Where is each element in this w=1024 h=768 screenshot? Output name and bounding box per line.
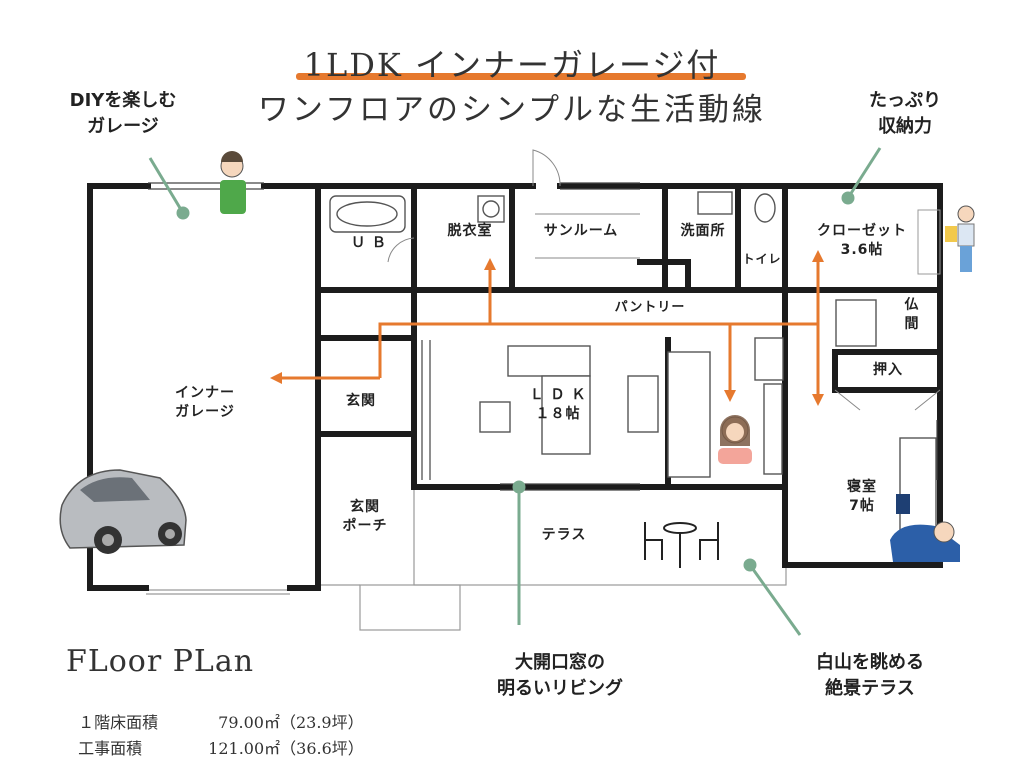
person-garage-icon bbox=[220, 151, 246, 214]
walls bbox=[87, 183, 943, 591]
room-toilet: トイレ bbox=[742, 252, 782, 266]
room-washroom: 洗面所 bbox=[680, 223, 726, 239]
car-icon bbox=[59, 469, 187, 554]
person-sleeping-icon bbox=[890, 494, 960, 562]
callout-terrace: 白山を眺める 絶景テラス bbox=[816, 652, 924, 699]
bed-icon bbox=[899, 437, 937, 541]
callout-living: 大開口窓の 明るいリビング bbox=[497, 652, 623, 699]
circulation-lines bbox=[280, 260, 820, 396]
person-closet-icon bbox=[917, 205, 975, 275]
room-dressing: 脱衣室 bbox=[447, 223, 493, 239]
title-underline bbox=[296, 73, 746, 80]
toilet-icon bbox=[754, 193, 776, 223]
floor-plan-label: FLoor PLan bbox=[66, 644, 255, 679]
terrace-outline bbox=[146, 486, 787, 631]
room-ldk: Ｌ Ｄ Ｋ １８帖 bbox=[529, 387, 587, 422]
kitchen-counter-icon bbox=[667, 351, 711, 478]
room-butsuma: 仏 間 bbox=[904, 297, 920, 332]
room-closet: クローゼット 3.6帖 bbox=[817, 223, 907, 258]
room-oshiire: 押入 bbox=[873, 362, 903, 378]
fixtures bbox=[329, 191, 937, 541]
room-garage: インナー ガレージ bbox=[175, 385, 235, 420]
table-icon bbox=[479, 401, 511, 433]
person-kitchen-icon bbox=[718, 415, 752, 464]
page-subtitle: ワンフロアのシンプルな生活動線 bbox=[257, 92, 767, 128]
door-swings bbox=[387, 149, 941, 411]
sofa-icon bbox=[507, 345, 591, 377]
callout-storage: たっぷり 収納力 bbox=[869, 90, 941, 137]
room-porch: 玄関 ポーチ bbox=[342, 499, 388, 534]
room-entrance: 玄関 bbox=[346, 393, 376, 409]
sink-icon bbox=[697, 191, 733, 215]
room-terrace: テラス bbox=[541, 527, 587, 543]
callout-diy-garage: DIYを楽しむ ガレージ bbox=[69, 90, 177, 137]
circulation-arrowheads bbox=[270, 250, 824, 406]
dining-table-icon bbox=[627, 375, 659, 433]
room-pantry: パントリー bbox=[614, 300, 686, 315]
terrace-table-icon bbox=[644, 522, 719, 568]
room-ub: Ｕ Ｂ bbox=[351, 235, 387, 251]
laundry-poles bbox=[535, 213, 640, 259]
leader-lines bbox=[148, 147, 882, 636]
room-sunroom: サンルーム bbox=[543, 223, 619, 239]
page-title: 1LDK インナーガレージ付 bbox=[303, 46, 721, 84]
room-bedroom: 寝室 7帖 bbox=[847, 479, 877, 514]
